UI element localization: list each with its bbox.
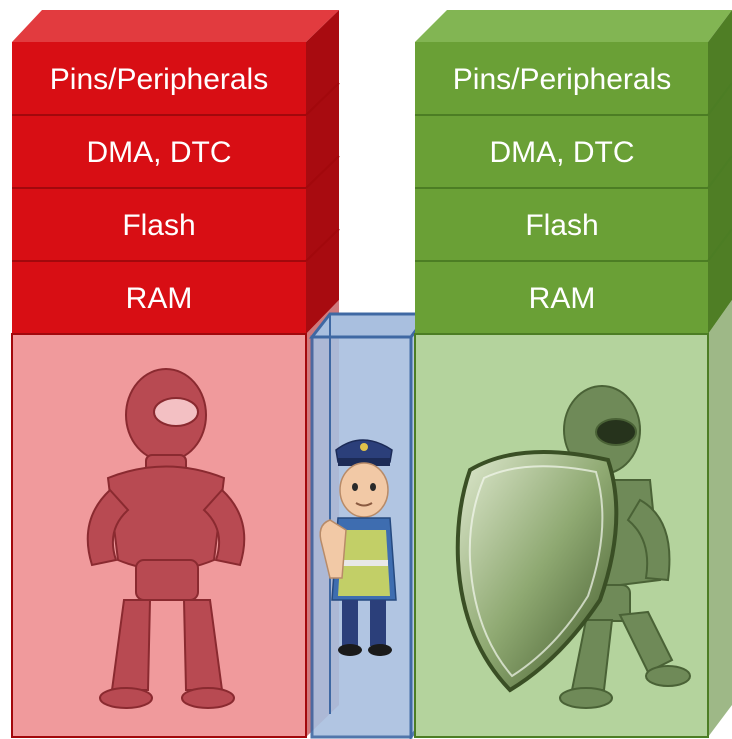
left-side-divider-3 [305, 228, 340, 262]
robot-hands-on-hips-icon [86, 368, 246, 709]
right-side-divider-3 [707, 228, 732, 262]
left-layer-2-block [12, 115, 306, 188]
right-stack-top-face [415, 10, 732, 42]
right-side-divider-1 [707, 82, 732, 116]
left-side-divider-1 [305, 82, 340, 116]
left-layer-4-label: RAM [126, 282, 193, 315]
right-side-divider-2 [707, 155, 732, 189]
right-stack: Pins/Peripherals DMA, DTC Flash RAM [415, 10, 732, 334]
left-side-divider-2 [305, 155, 340, 189]
left-stack: Pins/Peripherals DMA, DTC Flash RAM [12, 10, 340, 334]
right-layer-4-block [415, 261, 708, 334]
shield-icon [455, 450, 619, 693]
left-layer-1-block [12, 42, 306, 115]
left-layer-3-label: Flash [122, 209, 195, 242]
left-layer-2-label: DMA, DTC [87, 136, 232, 169]
left-stack-top-face [12, 10, 339, 42]
right-layer-2-label: DMA, DTC [490, 136, 635, 169]
right-layer-1-label: Pins/Peripherals [453, 63, 671, 96]
robot-holding-shield-icon [455, 385, 691, 709]
left-layer-1-label: Pins/Peripherals [50, 63, 268, 96]
left-layer-3-block [12, 188, 306, 261]
police-officer-stop-gesture-icon [319, 439, 397, 656]
right-layer-2-block [415, 115, 708, 188]
right-layer-1-block [415, 42, 708, 115]
right-layer-3-block [415, 188, 708, 261]
right-layer-4-label: RAM [529, 282, 596, 315]
right-body-side-face [708, 300, 732, 737]
left-layer-4-block [12, 261, 306, 334]
right-layer-3-label: Flash [525, 209, 598, 242]
